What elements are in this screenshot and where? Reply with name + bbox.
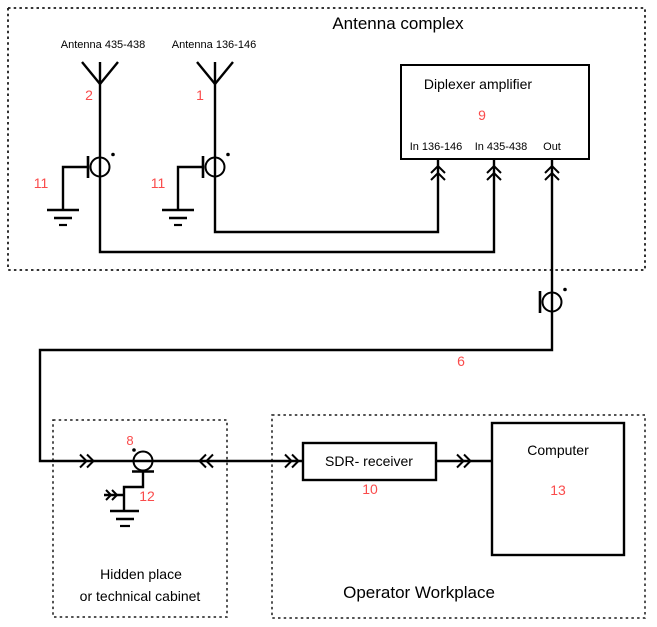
chevron-right-computer-in bbox=[456, 453, 472, 469]
sdr-receiver-number: 10 bbox=[362, 481, 378, 497]
arrester-icon-antenna-136-146 bbox=[201, 152, 230, 178]
diplexer-port-out: Out bbox=[543, 141, 561, 153]
sdr-receiver-box bbox=[301, 441, 438, 482]
hidden-place-box bbox=[52, 419, 228, 618]
computer-box bbox=[490, 421, 626, 557]
antenna-2-number: 2 bbox=[85, 87, 93, 103]
hidden-place-title-line1: Hidden place bbox=[100, 566, 182, 582]
chevron-left-hidden-out bbox=[198, 453, 214, 469]
chevron-right-ground-12 bbox=[105, 489, 119, 501]
coax-wiring bbox=[38, 62, 554, 511]
arrester-1-number: 11 bbox=[150, 175, 166, 191]
ground-icon-connector-8 bbox=[110, 509, 139, 528]
antenna-136-146-icon bbox=[196, 61, 234, 86]
ground-icon-arrester-2 bbox=[47, 208, 79, 227]
chevron-up-in-136-146 bbox=[430, 164, 446, 181]
ground-wire-arrester-2 bbox=[61, 165, 88, 210]
ground-wire-arrester-1 bbox=[176, 165, 203, 210]
chevron-marks bbox=[79, 164, 560, 501]
diplexer-port-in-136-146: In 136-146 bbox=[409, 141, 463, 153]
antenna-136-146-label: Antenna 136-146 bbox=[171, 39, 257, 51]
operator-workplace-box bbox=[271, 414, 646, 619]
feedline-number: 6 bbox=[457, 353, 465, 369]
sdr-receiver-label: SDR- receiver bbox=[325, 453, 413, 469]
chevron-right-sdr-in bbox=[284, 453, 300, 469]
antenna-1-number: 1 bbox=[196, 87, 204, 103]
cable-antenna-136-146 bbox=[213, 62, 440, 234]
connector-icon-8 bbox=[132, 448, 154, 473]
chevron-right-hidden-in bbox=[79, 453, 95, 469]
antenna-435-438-label: Antenna 435-438 bbox=[60, 39, 146, 51]
diplexer-port-in-435-438: In 435-438 bbox=[474, 141, 528, 153]
operator-workplace-title: Operator Workplace bbox=[343, 583, 495, 602]
chevron-up-in-435-438 bbox=[486, 164, 502, 181]
cable-feedline bbox=[38, 159, 554, 463]
antenna-435-438-icon bbox=[81, 61, 119, 86]
chevron-up-out bbox=[544, 164, 560, 181]
ground-12-number: 12 bbox=[139, 488, 155, 504]
arrester-icon-antenna-435-438 bbox=[86, 152, 115, 178]
ground-wire-connector-8 bbox=[104, 471, 145, 511]
arrester-2-number: 11 bbox=[33, 175, 49, 191]
hidden-place-title-line2: or technical cabinet bbox=[79, 588, 201, 604]
diplexer-number: 9 bbox=[478, 107, 486, 123]
connector-icon-feedline bbox=[538, 287, 567, 313]
ground-icon-arrester-1 bbox=[162, 208, 194, 227]
computer-label: Computer bbox=[527, 442, 589, 458]
computer-number: 13 bbox=[550, 482, 566, 498]
antenna-complex-title: Antenna complex bbox=[332, 14, 464, 33]
diplexer-amplifier-box bbox=[400, 64, 590, 160]
diplexer-amplifier-title: Diplexer amplifier bbox=[423, 76, 533, 92]
connector-8-number: 8 bbox=[126, 433, 134, 448]
